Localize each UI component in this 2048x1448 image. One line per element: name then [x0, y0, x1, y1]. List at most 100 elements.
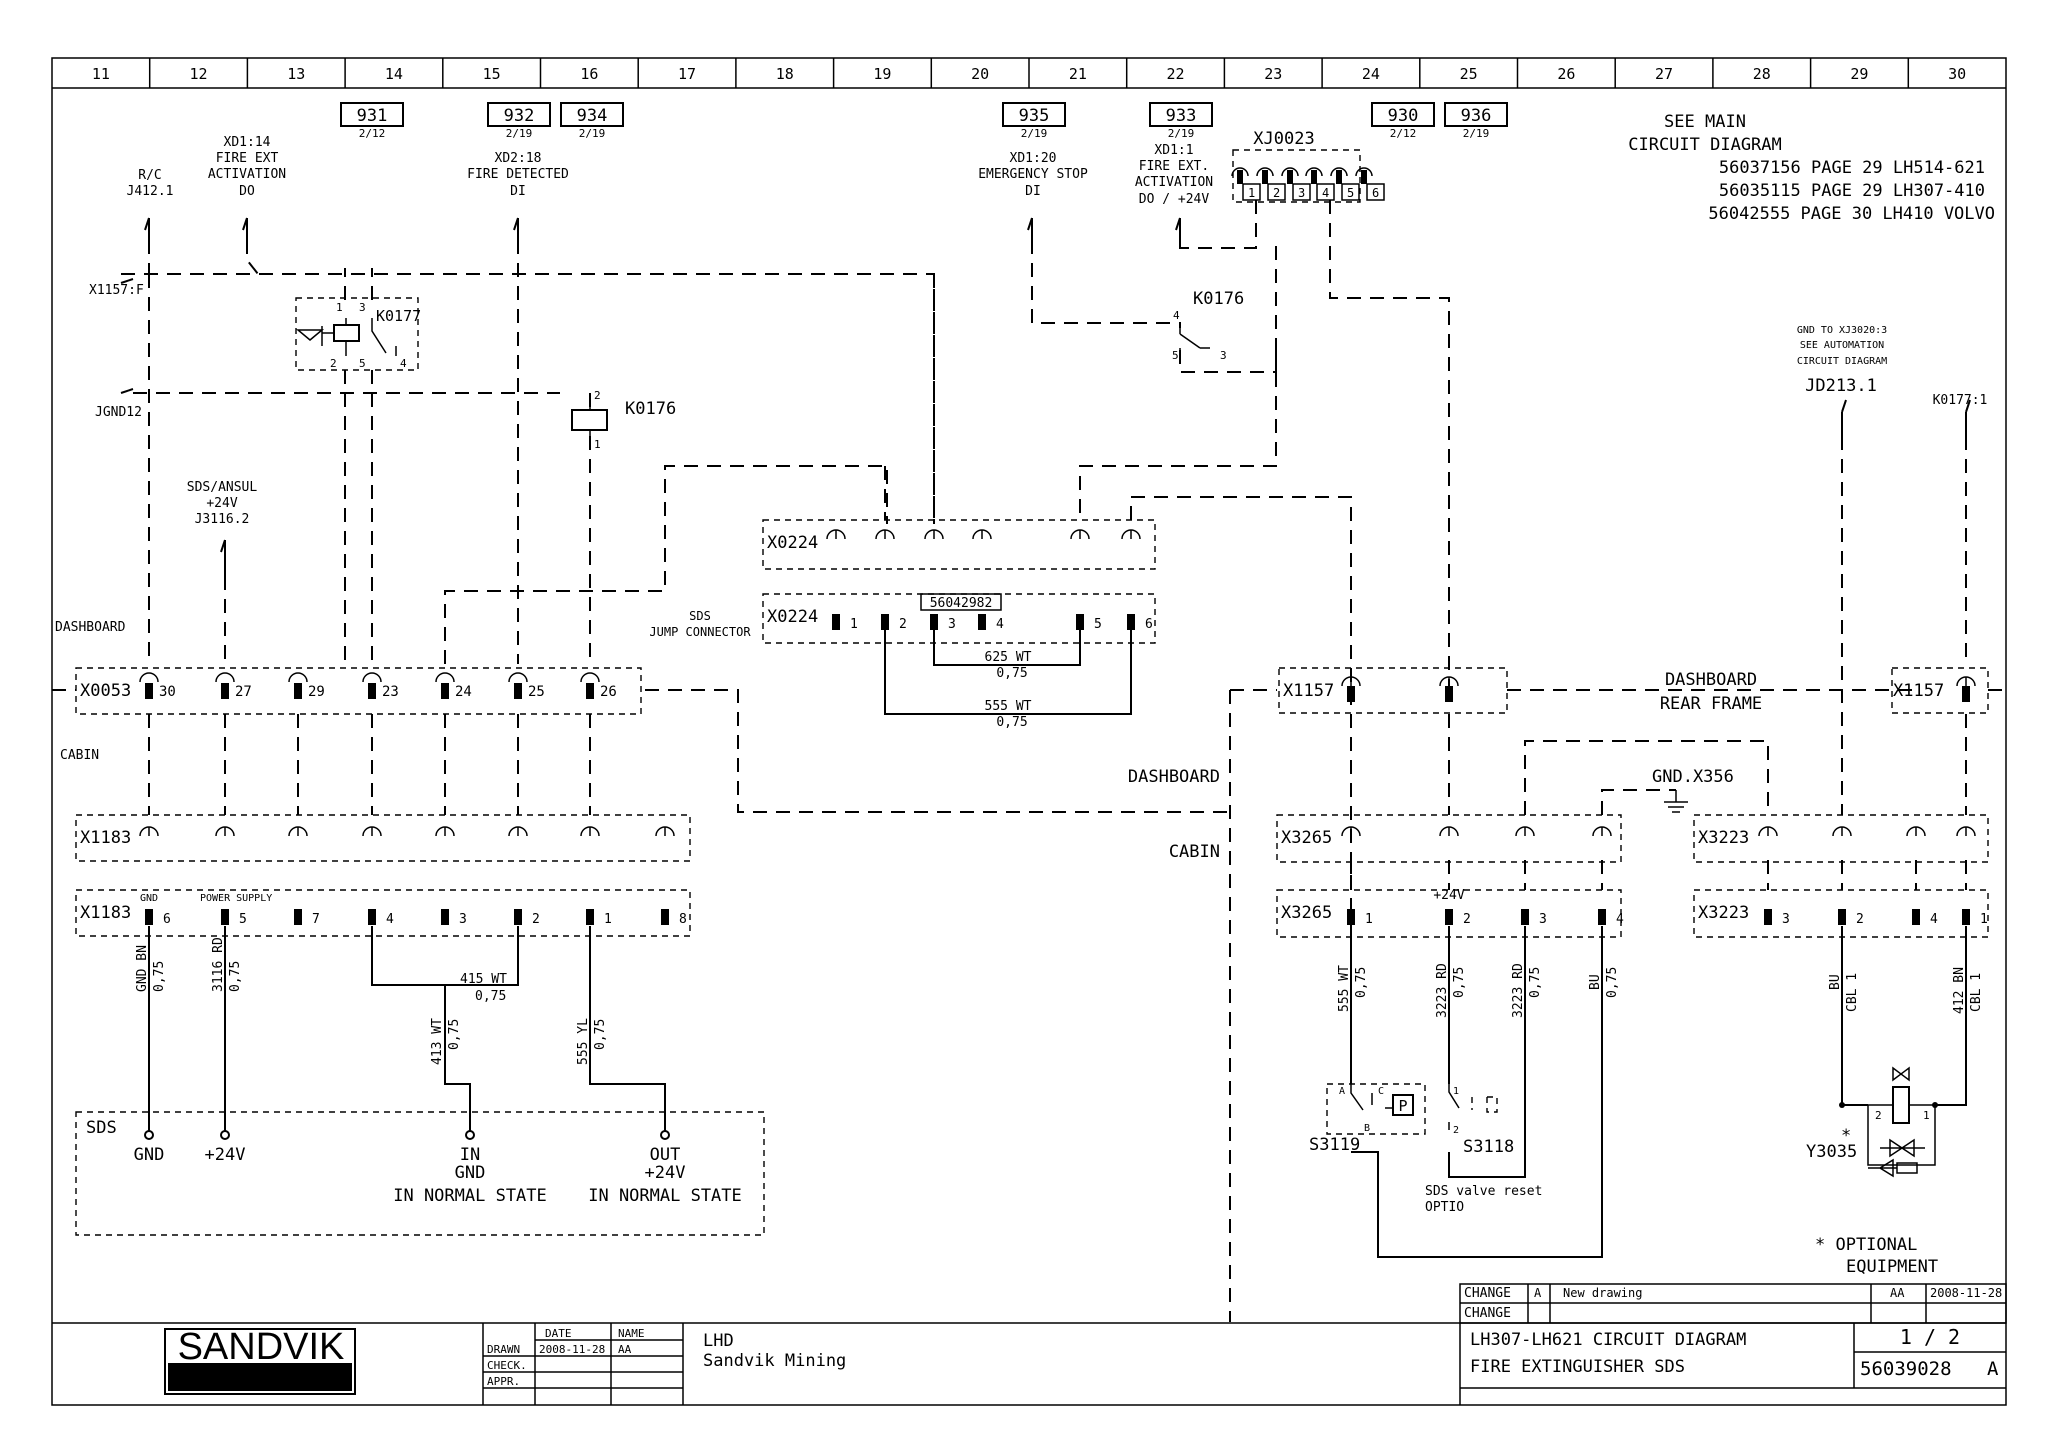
pin-label: 4 [996, 617, 1004, 632]
svg-text:56042555 PAGE 30 LH410 VOLVO: 56042555 PAGE 30 LH410 VOLVO [1708, 204, 1995, 224]
svg-text:FIRE EXTINGUISHER SDS: FIRE EXTINGUISHER SDS [1470, 1357, 1685, 1377]
sheet-border [51, 57, 2007, 1406]
ref-930: 930 2/12 [1371, 102, 1435, 140]
grid-col-label: 13 [287, 65, 305, 83]
wire-gnd-bn: GND BN [135, 945, 150, 992]
ref-934: 934 2/19 [560, 102, 624, 140]
connector-x3223-upper: X3223 [1693, 814, 1989, 863]
svg-text:A: A [1987, 1358, 1999, 1380]
svg-text:0,75: 0,75 [1354, 967, 1369, 998]
svg-text:0,75: 0,75 [1605, 967, 1620, 998]
pin-label: 6 [1372, 186, 1379, 200]
pin-label: 4 [1930, 912, 1938, 927]
svg-text:3: 3 [1220, 349, 1227, 362]
ref-931: 931 2/12 [340, 102, 404, 140]
svg-text:EMERGENCY STOP: EMERGENCY STOP [978, 167, 1088, 182]
pin-label: 5 [239, 912, 247, 927]
svg-text:A: A [1339, 1086, 1345, 1097]
wire-3223-a: 3223 RD [1435, 963, 1450, 1018]
svg-text:0,75: 0,75 [1452, 967, 1467, 998]
relay-k0176-switch: 4 5 3 K0176 [1172, 289, 1244, 362]
wire-bu: BU [1588, 974, 1603, 990]
wire-bu-cbl: BU [1828, 974, 1843, 990]
pin-label: 23 [382, 684, 399, 700]
pin-label: 4 [386, 912, 394, 927]
svg-text:SDS/ANSUL: SDS/ANSUL [187, 480, 258, 495]
svg-text:X0053: X0053 [80, 681, 131, 701]
svg-text:0,75: 0,75 [228, 961, 243, 992]
grid-col-label: 26 [1557, 65, 1575, 83]
svg-text:GND: GND [134, 1145, 165, 1165]
svg-text:DATE: DATE [545, 1327, 572, 1340]
svg-text:1 / 2: 1 / 2 [1900, 1325, 1960, 1349]
grid-col-label: 25 [1460, 65, 1478, 83]
svg-text:930: 930 [1388, 106, 1419, 126]
svg-text:POWER SUPPLY: POWER SUPPLY [200, 893, 272, 904]
svg-text:DI: DI [1025, 184, 1041, 199]
svg-text:X0224: X0224 [767, 533, 818, 553]
signal-sds-ansul: SDS/ANSUL +24V J3116.2 [187, 480, 258, 527]
pin-label: 2 [532, 912, 540, 927]
grid-col-label: 23 [1264, 65, 1282, 83]
svg-text:Y3035: Y3035 [1806, 1142, 1857, 1162]
area-dashboard-right: DASHBOARD [1665, 670, 1757, 690]
svg-text:J3116.2: J3116.2 [195, 512, 250, 527]
svg-text:IN NORMAL STATE: IN NORMAL STATE [588, 1186, 742, 1206]
svg-text:2: 2 [1875, 1109, 1882, 1122]
svg-text:ACTIVATION: ACTIVATION [208, 167, 286, 182]
svg-text:K0176: K0176 [625, 399, 676, 419]
svg-text:4: 4 [1173, 309, 1180, 322]
svg-text:0,75: 0,75 [593, 1019, 608, 1050]
area-dashboard-left: DASHBOARD [55, 620, 126, 635]
pin-label: 24 [455, 684, 472, 700]
svg-text:2/19: 2/19 [1463, 127, 1490, 140]
svg-text:DI: DI [510, 184, 526, 199]
signal-rc: R/C J412.1 [127, 168, 174, 199]
svg-text:56039028: 56039028 [1860, 1358, 1952, 1380]
svg-text:NAME: NAME [618, 1327, 645, 1340]
jumper-wires [884, 630, 1132, 715]
svg-text:EQUIPMENT: EQUIPMENT [1846, 1257, 1938, 1277]
svg-text:2/19: 2/19 [1168, 127, 1195, 140]
svg-text:* OPTIONAL: * OPTIONAL [1815, 1235, 1917, 1255]
svg-text:CIRCUIT DIAGRAM: CIRCUIT DIAGRAM [1797, 356, 1887, 367]
svg-text:1: 1 [594, 438, 601, 451]
area-dashboard-mid: DASHBOARD [1128, 767, 1220, 787]
svg-text:CIRCUIT DIAGRAM: CIRCUIT DIAGRAM [1628, 135, 1782, 155]
ref-936: 936 2/19 [1444, 102, 1508, 140]
svg-text:1: 1 [336, 301, 343, 314]
connector-x3265-upper: X3265 [1276, 814, 1622, 863]
area-cabin-mid: CABIN [1169, 842, 1220, 862]
pin-label: 1 [604, 912, 612, 927]
svg-text:P: P [1398, 1097, 1407, 1115]
pin-label: 8 [679, 912, 687, 927]
pin-label: 3 [1298, 186, 1305, 200]
svg-text:SDS valve reset: SDS valve reset [1425, 1184, 1542, 1199]
svg-text:X3223: X3223 [1698, 903, 1749, 923]
svg-text:934: 934 [577, 106, 608, 126]
area-cabin-left: CABIN [60, 748, 99, 763]
svg-text:+24V: +24V [645, 1163, 686, 1183]
relay-k0177: 1 3 2 5 4 K0177 [295, 297, 421, 371]
k0177-label: K0177 [376, 307, 421, 325]
signal-xd1-1: XD1:1 FIRE EXT. ACTIVATION DO / +24V [1135, 143, 1213, 207]
svg-text:OPTIO: OPTIO [1425, 1200, 1464, 1215]
signal-jgnd12: JGND12 [95, 405, 142, 420]
ground-gnd-x356: GND.X356 [1652, 767, 1734, 813]
svg-text:S3119: S3119 [1309, 1135, 1360, 1155]
svg-text:FIRE EXT.: FIRE EXT. [1139, 159, 1209, 174]
svg-text:DO / +24V: DO / +24V [1139, 192, 1210, 207]
svg-text:1: 1 [1923, 1109, 1930, 1122]
pin-label: 3 [1539, 912, 1547, 927]
right-wiring [1350, 436, 1967, 815]
svg-text:CHECK.: CHECK. [487, 1359, 527, 1372]
svg-text:CHANGE: CHANGE [1464, 1306, 1511, 1321]
grid-col-label: 18 [776, 65, 794, 83]
pin-label: 3 [1782, 912, 1790, 927]
connector-x0224-upper: X0224 [762, 519, 1156, 570]
valve-y3035: 2 1 * Y3035 [1806, 1066, 1938, 1178]
pin-label: 6 [1145, 617, 1153, 632]
